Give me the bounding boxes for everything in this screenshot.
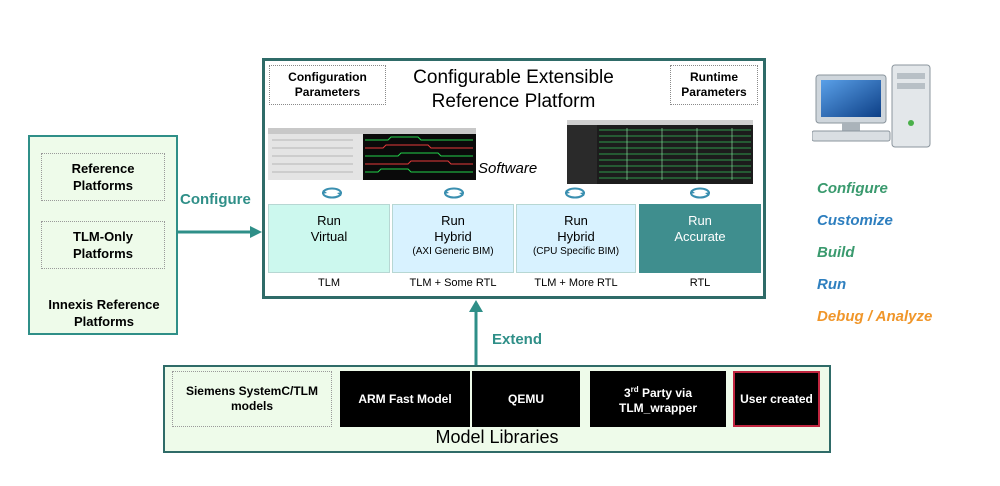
run-accurate-box: Run Accurate	[639, 204, 761, 273]
configure-arrow-label: Configure	[180, 191, 251, 208]
innexis-platforms-label: Innexis Reference Platforms	[48, 297, 160, 329]
cycle-arrows-icon	[444, 187, 464, 199]
run-detail-label: (AXI Generic BIM)	[412, 246, 494, 257]
computer-icon	[812, 64, 931, 148]
run-hybrid-axi-box: Run Hybrid (AXI Generic BIM)	[392, 204, 514, 273]
step-debug-analyze: Debug / Analyze	[817, 308, 933, 325]
configure-arrow-icon	[178, 226, 262, 238]
siemens-models-box: Siemens SystemC/TLM models	[172, 371, 332, 427]
platform-title: Configurable Extensible Reference Platfo…	[413, 67, 614, 112]
run-mode-label: Virtual	[310, 229, 348, 244]
run-label: Run	[441, 213, 465, 228]
run-caption: TLM	[318, 277, 340, 289]
platforms-panel: Reference Platforms TLM-Only Platforms I…	[28, 135, 178, 335]
run-caption: RTL	[689, 277, 711, 289]
step-run: Run	[817, 276, 847, 293]
siemens-models-label: Siemens SystemC/TLM models	[185, 384, 319, 413]
extend-arrow-label: Extend	[492, 331, 543, 348]
run-label: Run	[317, 213, 341, 228]
step-build: Build	[817, 244, 855, 261]
qemu-box: QEMU	[472, 371, 580, 427]
run-label: Run	[688, 213, 712, 228]
runtime-parameters-label: Runtime Parameters	[681, 70, 747, 99]
configuration-parameters-label: Configuration Parameters	[288, 70, 367, 99]
cycle-arrows-icon	[565, 187, 585, 199]
run-mode-label: Hybrid	[434, 229, 472, 244]
run-caption: TLM + Some RTL	[409, 277, 497, 289]
third-party-box: 3rd Party via TLM_wrapper	[590, 371, 726, 427]
tlm-only-platforms-box: TLM-Only Platforms	[41, 221, 165, 269]
cycle-arrows-icon	[322, 187, 342, 199]
configuration-parameters-box: Configuration Parameters	[269, 65, 386, 105]
run-hybrid-cpu-box: Run Hybrid (CPU Specific BIM)	[516, 204, 636, 273]
user-created-label: User created	[740, 391, 813, 406]
third-party-label: 3rd Party via	[623, 385, 693, 400]
software-label: Software	[478, 160, 538, 177]
run-label: Run	[564, 213, 588, 228]
run-mode-label: Hybrid	[557, 229, 595, 244]
waveform-viewer-screenshot	[268, 128, 476, 180]
arm-fast-model-label: ARM Fast Model	[358, 391, 452, 406]
runtime-waveform-screenshot	[567, 120, 753, 184]
run-virtual-box: Run Virtual	[268, 204, 390, 273]
step-configure: Configure	[817, 180, 888, 197]
reference-platforms-label: Reference Platforms	[71, 161, 135, 193]
qemu-label: QEMU	[508, 391, 544, 406]
cycle-arrows-icon	[690, 187, 710, 199]
runtime-parameters-box: Runtime Parameters	[670, 65, 758, 105]
run-mode-label: Accurate	[674, 229, 726, 244]
user-created-box: User created	[733, 371, 820, 427]
tlm-wrapper-label: TLM_wrapper	[618, 401, 697, 415]
step-customize: Customize	[817, 212, 893, 229]
run-caption: TLM + More RTL	[534, 277, 618, 289]
tlm-only-platforms-label: TLM-Only Platforms	[73, 229, 133, 261]
model-libraries-title: Model Libraries	[435, 427, 559, 447]
arm-fast-model-box: ARM Fast Model	[340, 371, 470, 427]
reference-platforms-box: Reference Platforms	[41, 153, 165, 201]
extend-arrow-icon	[469, 300, 483, 366]
run-detail-label: (CPU Specific BIM)	[532, 246, 620, 257]
